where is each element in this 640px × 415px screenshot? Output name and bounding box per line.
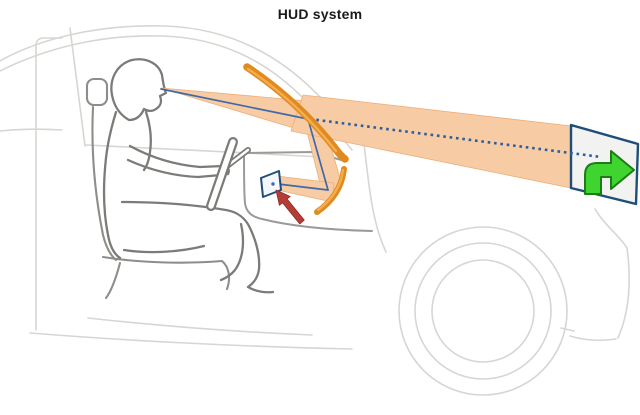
steering-wheel	[206, 137, 251, 211]
front-bumper-bottom	[569, 335, 617, 342]
combiner-optics	[243, 63, 349, 215]
dash-front-edge	[243, 152, 373, 232]
front-fascia-line	[594, 208, 630, 339]
driver-chest	[142, 110, 152, 172]
driver-figure	[102, 58, 275, 294]
rear-belt-line	[0, 128, 63, 132]
ray-mirror-to-projector	[277, 183, 329, 191]
bumper-arch-connector	[560, 327, 575, 332]
front-wheel-arch	[398, 226, 568, 396]
rear-window-frame	[35, 37, 63, 331]
door-bottom-line	[87, 317, 313, 336]
sill-line	[29, 332, 353, 350]
seat-base	[101, 255, 231, 291]
front-belt-line	[85, 144, 323, 158]
driver-back	[102, 110, 122, 260]
turn-right-arrow-icon	[584, 150, 635, 195]
car-outline	[0, 25, 630, 396]
hud-optical-rays	[160, 88, 329, 191]
hood-line	[363, 143, 387, 253]
front-wheel-rim	[431, 259, 535, 363]
b-pillar-line	[69, 27, 86, 147]
driver-head	[110, 58, 168, 122]
ray-eye-to-windshield	[160, 88, 309, 120]
headrest	[85, 77, 109, 107]
seat-back	[91, 105, 118, 262]
page-title: HUD system	[277, 6, 363, 22]
ray-windshield-to-mirror	[307, 118, 329, 191]
seat-pedestal	[104, 261, 122, 300]
driver-seat	[85, 77, 231, 300]
driver-legs	[120, 200, 275, 294]
front-tire	[414, 242, 552, 380]
projector-pointer-arrow	[275, 189, 305, 225]
ray-virtual-image-dotted	[309, 117, 602, 159]
projector-emitter-dot	[271, 182, 275, 186]
